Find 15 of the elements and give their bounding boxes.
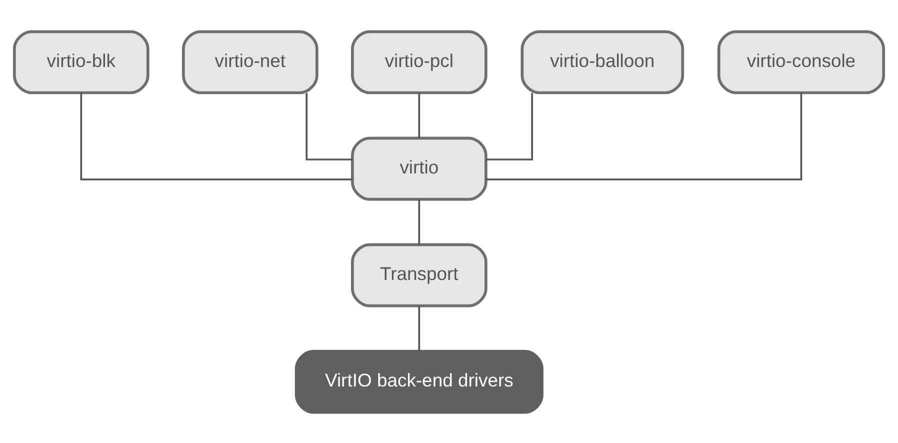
connector xyxy=(418,306,420,351)
node-box: virtio-balloon xyxy=(520,30,684,94)
node-box: VirtIO back-end drivers xyxy=(294,349,544,414)
connector xyxy=(486,92,533,160)
node-box: virtio-blk xyxy=(12,30,150,94)
connector xyxy=(80,92,352,180)
connector xyxy=(418,92,420,138)
connector xyxy=(418,199,420,244)
node-box: virtio-pcl xyxy=(351,30,488,94)
node-box: virtio-net xyxy=(182,30,318,94)
node-box: Transport xyxy=(351,242,488,307)
node-box: virtio xyxy=(351,136,488,200)
node-box: virtio-console xyxy=(717,30,886,94)
connector xyxy=(486,92,802,180)
connector xyxy=(306,92,352,160)
